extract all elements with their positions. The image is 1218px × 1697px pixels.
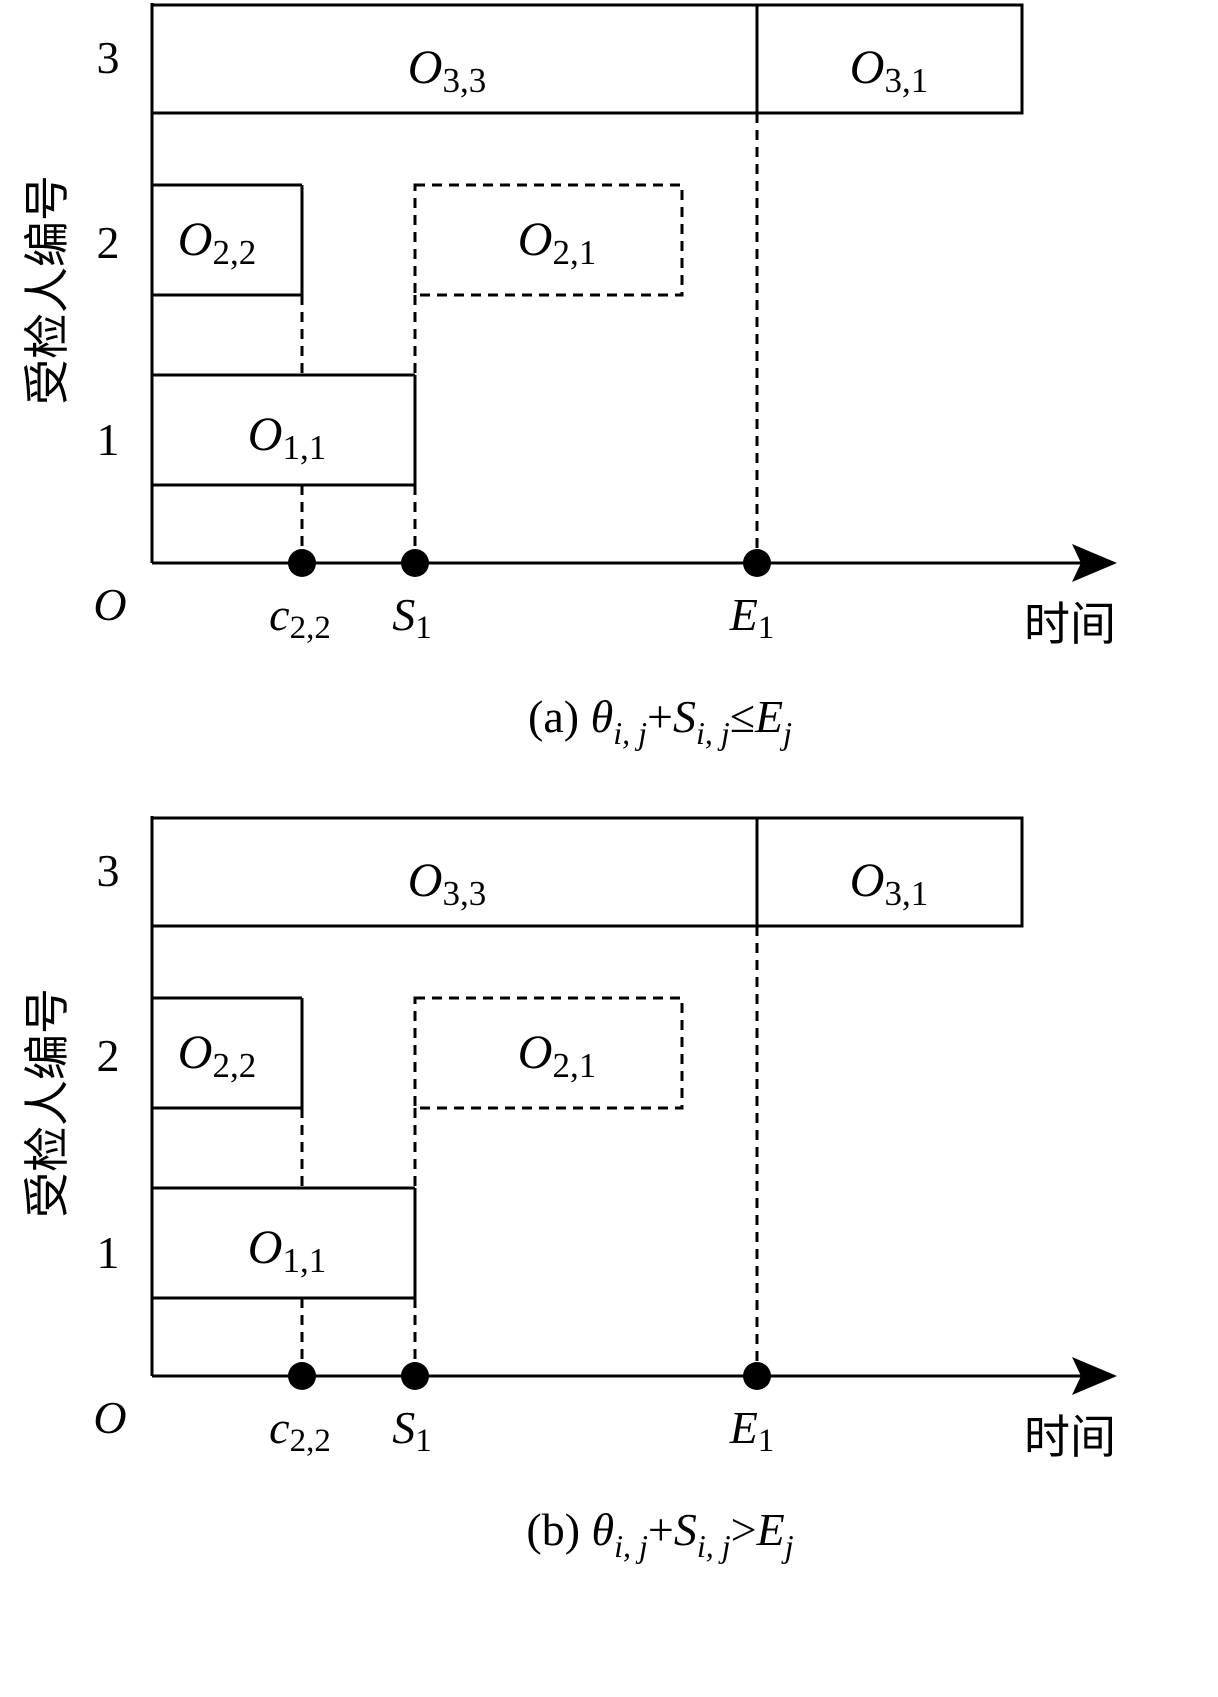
block-label: O1,1 <box>248 1221 326 1280</box>
block-o21-dashed <box>413 183 684 297</box>
block-label: O1,1 <box>248 408 326 467</box>
panel-caption: (b) θi, j+Si, j>Ej <box>526 1504 793 1564</box>
row-label-3: 3 <box>97 845 120 896</box>
marker-label-e1: E1 <box>729 1402 775 1459</box>
origin-label: O <box>93 579 126 630</box>
block-label: O3,3 <box>408 41 486 100</box>
block-label: O2,1 <box>518 213 596 272</box>
gantt-panel-b: O3,3 O3,1O2,2 O2,1O1,1 3 2 1 受检人编号 O 时间 c2,2 S1 E1 (… <box>20 816 1117 1564</box>
marker-label-e1: E1 <box>729 589 775 646</box>
marker-dot-e1 <box>743 1362 771 1390</box>
marker-dot-e1 <box>743 549 771 577</box>
x-axis-label: 时间 <box>1024 597 1116 651</box>
panel-caption: (a) θi, j+Si, j≤Ej <box>528 691 792 751</box>
y-axis-label: 受检人编号 <box>20 988 74 1218</box>
block-label: O3,1 <box>850 41 928 100</box>
row-label-1: 1 <box>97 1227 120 1278</box>
row-label-1: 1 <box>97 414 120 465</box>
marker-dot-c22 <box>288 549 316 577</box>
block-label: O2,2 <box>178 213 256 272</box>
marker-label-s1: S1 <box>392 1402 432 1459</box>
block-label: O2,1 <box>518 1026 596 1085</box>
marker-label-c22: c2,2 <box>269 1402 331 1459</box>
x-axis-arrow-icon <box>1072 1357 1117 1395</box>
row-label-2: 2 <box>97 217 120 268</box>
block-o33 <box>150 3 1024 115</box>
marker-dot-s1 <box>401 549 429 577</box>
marker-label-s1: S1 <box>392 589 432 646</box>
gantt-panel-a: O3,3 O3,1O2,2 O2,1O1,1 3 2 1 受检人编号 O 时间 c2,2 S1 E1 (… <box>20 3 1117 751</box>
row-label-2: 2 <box>97 1030 120 1081</box>
x-axis-arrow-icon <box>1072 544 1117 582</box>
marker-dot-s1 <box>401 1362 429 1390</box>
marker-dot-c22 <box>288 1362 316 1390</box>
x-axis-label: 时间 <box>1024 1410 1116 1464</box>
block-label: O2,2 <box>178 1026 256 1085</box>
marker-label-c22: c2,2 <box>269 589 331 646</box>
block-label: O3,3 <box>408 854 486 913</box>
block-o21-dashed <box>413 996 684 1110</box>
origin-label: O <box>93 1392 126 1443</box>
y-axis-label: 受检人编号 <box>20 175 74 405</box>
block-o33 <box>150 816 1024 928</box>
block-label: O3,1 <box>850 854 928 913</box>
row-label-3: 3 <box>97 32 120 83</box>
